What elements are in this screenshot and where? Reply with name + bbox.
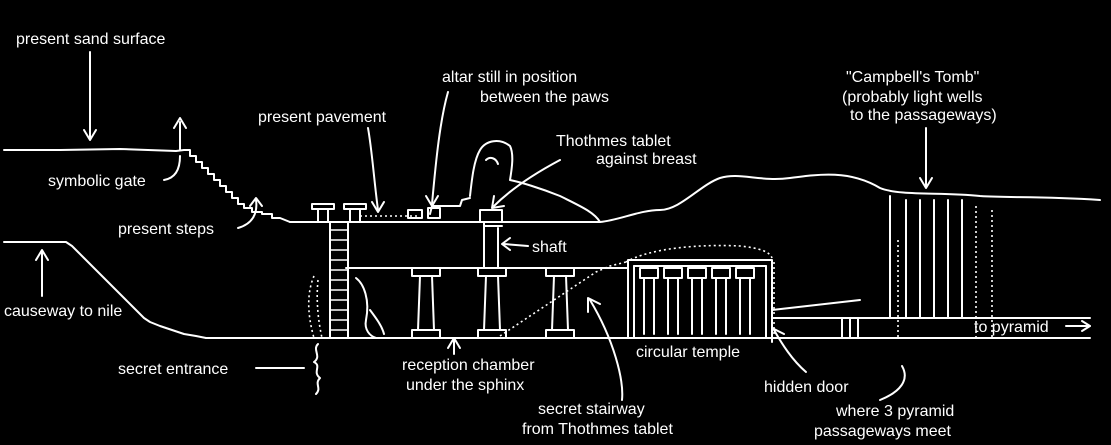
passage-ramp bbox=[771, 299, 861, 311]
callout-arrows bbox=[35, 51, 933, 401]
thothmes-tablet-block bbox=[479, 209, 503, 223]
temple-frame bbox=[627, 259, 773, 339]
label-to-pyramid: to pyramid bbox=[974, 319, 1049, 336]
label-hidden-door: hidden door bbox=[764, 379, 849, 396]
altar-block bbox=[407, 209, 423, 219]
sphinx-headdress-detail bbox=[485, 156, 499, 165]
label-where-line1: where 3 pyramid bbox=[835, 403, 954, 420]
circular-temple bbox=[625, 244, 775, 339]
column-cap-2 bbox=[343, 203, 367, 210]
chamber-rock-detail bbox=[369, 309, 385, 335]
secret-entrance-rubble bbox=[307, 275, 323, 339]
label-altar-line1: altar still in position bbox=[442, 69, 577, 86]
label-thothmes-line1: Thothmes tablet bbox=[556, 133, 671, 150]
label-symbolic-gate: symbolic gate bbox=[48, 173, 146, 190]
entry-columns bbox=[311, 203, 367, 223]
arrow-hidden-door bbox=[773, 329, 807, 373]
arrow-passageways-meet bbox=[879, 365, 906, 401]
arrow-thothmes-tablet bbox=[493, 159, 561, 207]
label-campbell-line2: (probably light wells bbox=[842, 89, 983, 106]
sphinx-head-and-back bbox=[469, 140, 601, 223]
campbell-light-wells bbox=[889, 195, 993, 338]
arrow-symbolic-gate bbox=[163, 155, 181, 181]
arrow-altar bbox=[431, 91, 449, 205]
sand-surface-line bbox=[3, 148, 185, 152]
label-secret-entrance: secret entrance bbox=[118, 361, 228, 378]
label-campbell-line1: "Campbell's Tomb" bbox=[846, 69, 979, 86]
column-cap-1 bbox=[311, 203, 335, 210]
labels: present sand surface altar still in posi… bbox=[4, 31, 1049, 440]
reception-chamber bbox=[205, 221, 1091, 339]
label-shaft: shaft bbox=[532, 239, 567, 256]
label-circular-temple: circular temple bbox=[636, 344, 740, 361]
label-where-line2: passageways meet bbox=[814, 423, 952, 440]
sand-surface bbox=[3, 117, 1101, 223]
pyramid-passage bbox=[771, 299, 1091, 339]
altar-block-2 bbox=[427, 207, 441, 219]
label-stairway-line2: from Thothmes tablet bbox=[522, 421, 673, 438]
label-campbell-line3: to the passageways) bbox=[850, 107, 997, 124]
sphinx-outline bbox=[407, 140, 601, 223]
arrow-shaft bbox=[503, 243, 529, 247]
arrow-present-pavement bbox=[367, 127, 379, 211]
chamber-column-2 bbox=[477, 267, 507, 339]
secret-stairway-dotted bbox=[499, 261, 627, 337]
symbolic-gate-arrowhead bbox=[173, 117, 187, 129]
label-altar-line2: between the paws bbox=[480, 89, 609, 106]
ladder-rungs bbox=[330, 229, 348, 331]
label-reception-line2: under the sphinx bbox=[406, 377, 524, 394]
label-present-sand-surface: present sand surface bbox=[16, 31, 166, 48]
chamber-wall-left bbox=[355, 277, 377, 339]
chamber-column-1 bbox=[411, 267, 441, 339]
label-stairway-line1: secret stairway bbox=[538, 401, 645, 418]
arrow-secret-stairway bbox=[589, 299, 624, 401]
present-steps-line bbox=[183, 149, 301, 223]
label-present-pavement: present pavement bbox=[258, 109, 387, 126]
temple-dome-dotted bbox=[625, 244, 773, 263]
to-pyramid-arrowhead bbox=[1081, 320, 1091, 332]
label-thothmes-line2: against breast bbox=[596, 151, 697, 168]
label-reception-line1: reception chamber bbox=[402, 357, 535, 374]
causeway-line bbox=[3, 241, 207, 339]
chamber-column-3 bbox=[545, 267, 575, 339]
causeway bbox=[3, 241, 207, 339]
label-present-steps: present steps bbox=[118, 221, 214, 238]
secret-entrance-brace bbox=[313, 343, 321, 395]
sand-contour-right bbox=[469, 173, 1101, 223]
temple-columns bbox=[639, 267, 755, 335]
arrow-present-steps bbox=[237, 199, 258, 229]
label-causeway: causeway to nile bbox=[4, 303, 122, 320]
